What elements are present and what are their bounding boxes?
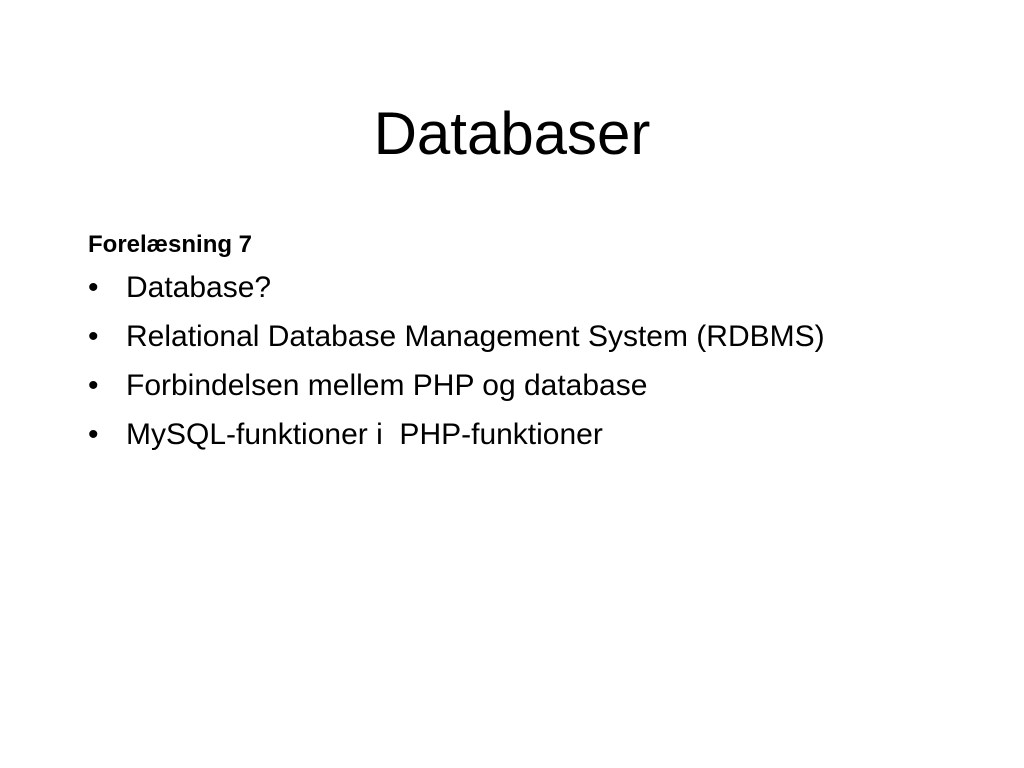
bullet-text: MySQL-funktioner i PHP-funktioner bbox=[126, 418, 603, 451]
bullet-text: Database? bbox=[126, 271, 272, 304]
bullet-list: • Database? • Relational Database Manage… bbox=[88, 270, 988, 466]
bullet-item: • Forbindelsen mellem PHP og database bbox=[88, 368, 988, 404]
bullet-icon: • bbox=[88, 418, 99, 451]
bullet-text: Forbindelsen mellem PHP og database bbox=[126, 369, 648, 402]
bullet-icon: • bbox=[88, 369, 99, 402]
bullet-item: • Relational Database Management System … bbox=[88, 319, 988, 355]
bullet-item: • Database? bbox=[88, 270, 988, 306]
bullet-item: • MySQL-funktioner i PHP-funktioner bbox=[88, 417, 988, 453]
bullet-icon: • bbox=[88, 271, 99, 304]
lecture-subtitle: Forelæsning 7 bbox=[88, 231, 253, 258]
bullet-text: Relational Database Management System (R… bbox=[126, 320, 825, 353]
bullet-icon: • bbox=[88, 320, 99, 353]
slide-title: Databaser bbox=[373, 100, 651, 167]
